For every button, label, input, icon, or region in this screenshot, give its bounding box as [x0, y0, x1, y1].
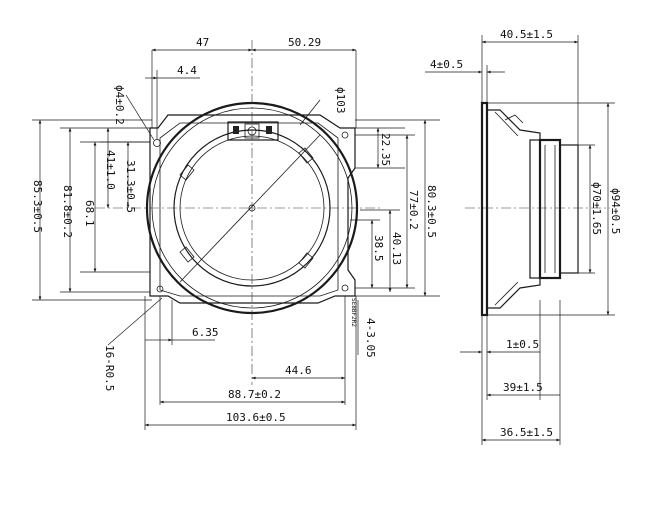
hole-bot-right	[341, 284, 349, 292]
dim-31-3: 31.3±0.5	[124, 160, 137, 213]
dim-22-35: 22.35	[379, 133, 392, 166]
hole-bot-left	[156, 285, 164, 293]
side-flange	[480, 101, 489, 317]
hole-top-right	[341, 131, 349, 139]
dim-44-6: 44.6	[285, 364, 312, 377]
side-dim-1: 1±0.5	[506, 338, 539, 351]
side-dim-40-5: 40.5±1.5	[500, 28, 553, 41]
dim-81-8: 81.8±0.2	[61, 185, 74, 238]
dim-dia-103: ϕ103	[334, 87, 347, 114]
side-dim-94: ϕ94±0.5	[609, 188, 622, 234]
side-dim-70: ϕ70±1.65	[590, 182, 603, 235]
front-view: 47 50.29 4.4 ϕ4±0.2 ϕ103 85.3±0.5 81.8±0…	[31, 36, 440, 430]
dim-80-3: 80.3±0.5	[425, 185, 438, 238]
side-back-plate	[559, 144, 579, 274]
dim-77: 77±0.2	[407, 190, 420, 230]
dim-41: 41±1.0	[104, 150, 117, 190]
dim-88-7: 88.7±0.2	[228, 388, 281, 401]
dim-16-r0-5: 16-R0.5	[103, 345, 116, 391]
mount-slots	[179, 147, 314, 269]
dim-85-3: 85.3±0.5	[31, 180, 44, 233]
dim-40-13: 40.13	[390, 232, 403, 265]
dim-38-5: 38.5	[372, 235, 385, 262]
dim-6-35: 6.35	[192, 326, 219, 339]
side-magnet-plate	[529, 139, 541, 279]
dim-4-4: 4.4	[177, 64, 197, 77]
side-dim-4: 4±0.5	[430, 58, 463, 71]
side-magnet	[538, 138, 562, 280]
hole-top-left	[153, 139, 161, 147]
dim-68-1: 68.1	[83, 200, 96, 227]
side-dim-36-5: 36.5±1.5	[500, 426, 553, 439]
side-dim-39: 39±1.5	[503, 381, 543, 394]
terminal-block	[227, 121, 279, 141]
dim-4-3-05: 4-3.05	[364, 318, 377, 358]
dim-47: 47	[196, 36, 209, 49]
dim-103-6: 103.6±0.5	[226, 411, 286, 424]
dim-50-29: 50.29	[288, 36, 321, 49]
frame-inner	[159, 122, 339, 297]
dim-hole-dia: ϕ4±0.2	[113, 85, 126, 125]
side-view: 40.5±1.5 4±0.5 ϕ70±1.65 ϕ94±0.5 1±0.5 39…	[425, 28, 622, 445]
terminal-text: SE8BF2R2	[350, 298, 357, 327]
